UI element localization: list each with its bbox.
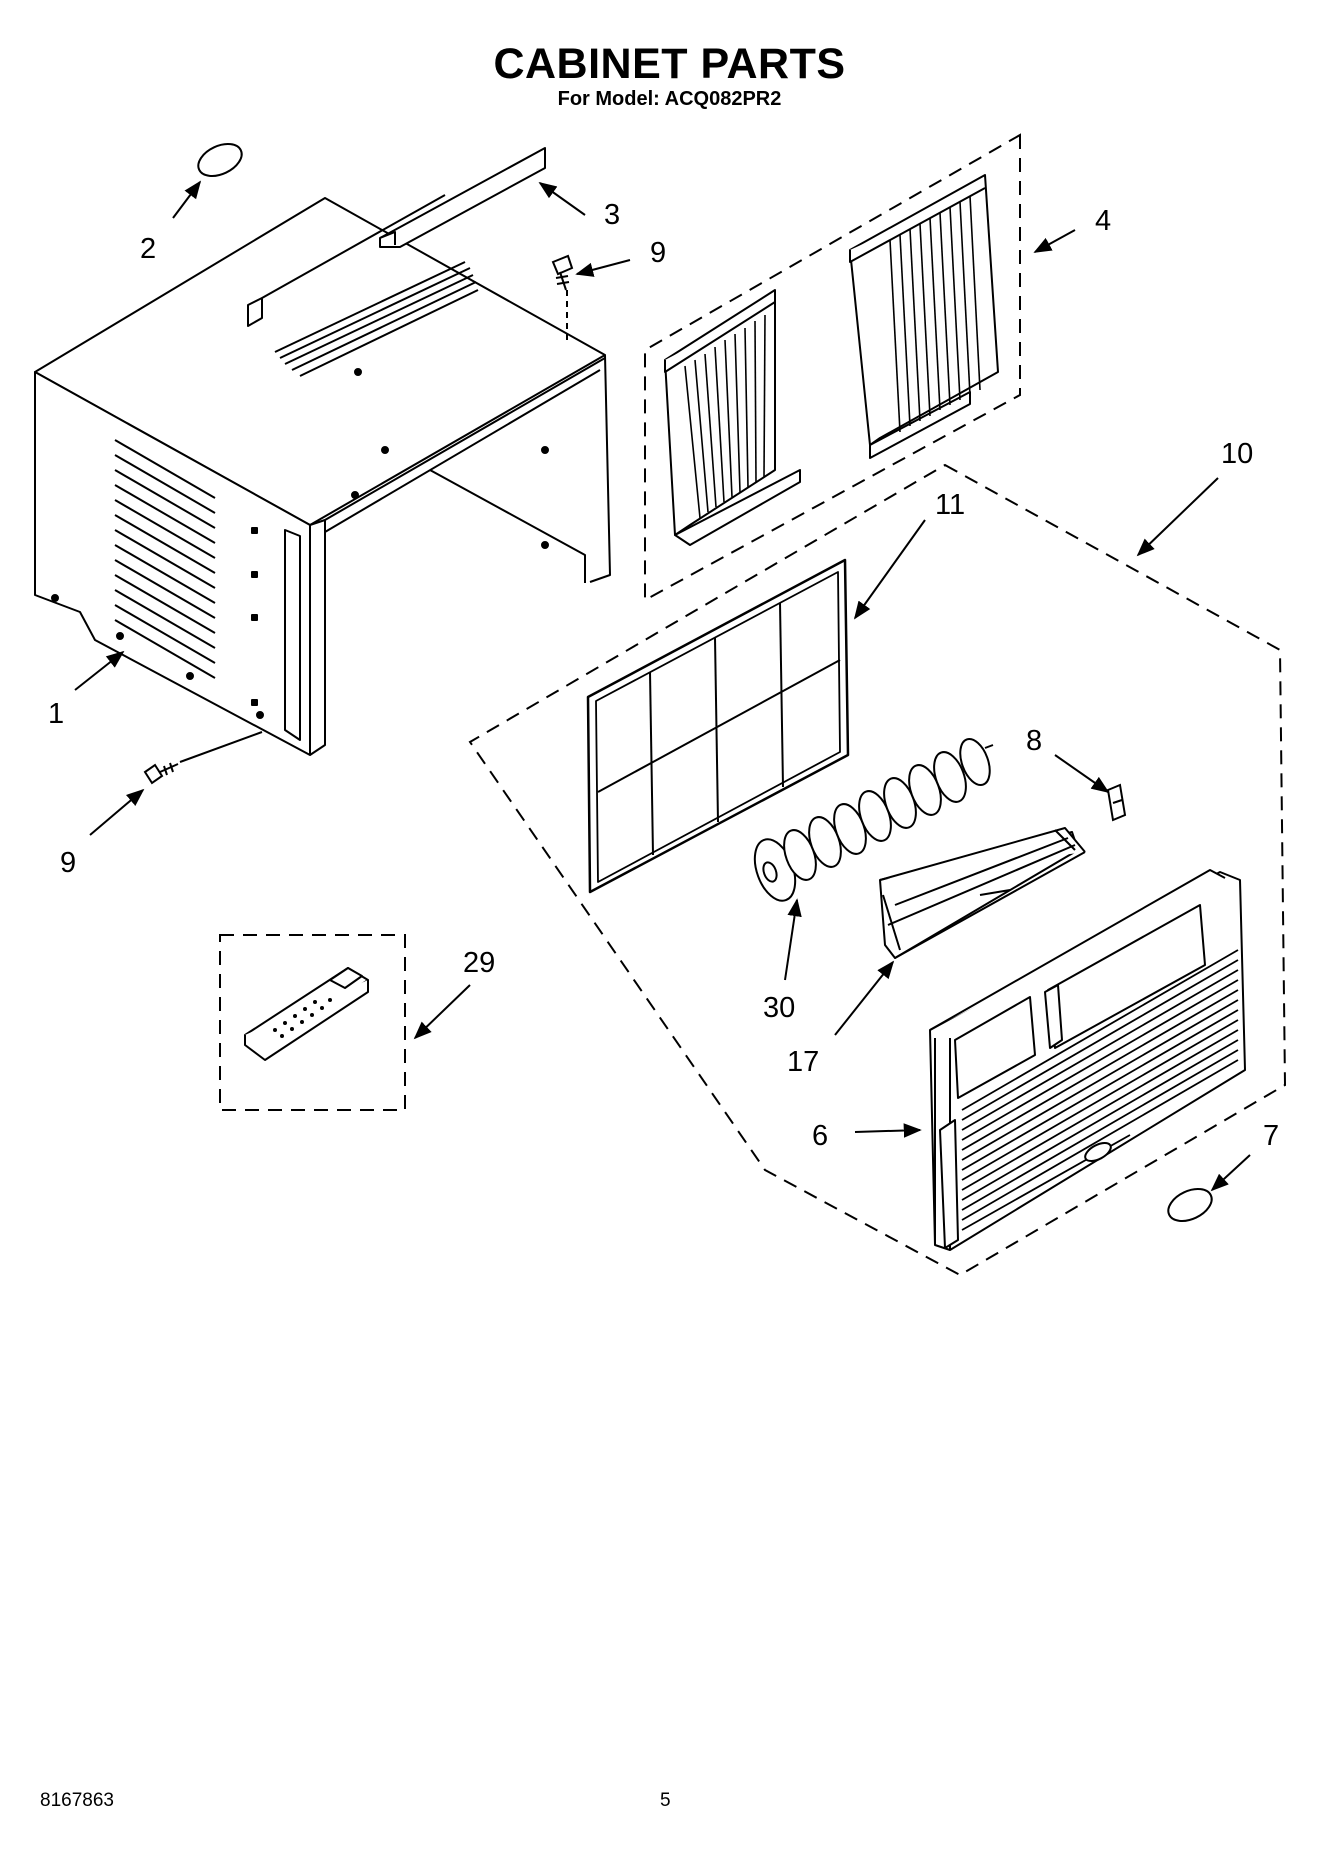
callout-30: 30 bbox=[763, 992, 795, 1024]
callout-11: 11 bbox=[935, 489, 965, 521]
model-subtitle: For Model: ACQ082PR2 bbox=[557, 88, 782, 110]
callout-2: 2 bbox=[140, 233, 156, 265]
leader-arrows bbox=[74, 180, 1251, 1192]
remote-group-boundary bbox=[219, 934, 406, 1111]
callout-9-lower: 9 bbox=[60, 847, 76, 879]
cabinet-wrapper bbox=[34, 194, 611, 756]
top-rail bbox=[379, 147, 546, 248]
callout-9-upper: 9 bbox=[650, 237, 666, 269]
callout-10: 10 bbox=[1221, 438, 1253, 470]
front-assembly-boundary bbox=[468, 463, 1287, 1277]
callout-17: 17 bbox=[787, 1046, 819, 1078]
louver-assembly bbox=[879, 827, 1086, 959]
callout-29: 29 bbox=[463, 947, 495, 979]
callout-1: 1 bbox=[48, 698, 64, 730]
callout-6: 6 bbox=[812, 1120, 828, 1152]
page-title: CABINET PARTS bbox=[493, 40, 846, 88]
mounting-clip bbox=[1106, 783, 1127, 822]
blower-wheel bbox=[753, 738, 994, 902]
front-grille bbox=[929, 869, 1246, 1251]
callout-3: 3 bbox=[604, 199, 620, 231]
callout-8: 8 bbox=[1026, 725, 1042, 757]
side-curtain-right bbox=[849, 174, 999, 459]
air-filter bbox=[586, 558, 850, 894]
document-number: 8167863 bbox=[40, 1790, 114, 1811]
callout-7: 7 bbox=[1263, 1120, 1279, 1152]
screw-upper bbox=[551, 254, 574, 291]
gasket-oval-2 bbox=[197, 143, 243, 177]
callout-4: 4 bbox=[1095, 205, 1111, 237]
remote-control bbox=[244, 967, 369, 1061]
gasket-oval-7 bbox=[1167, 1188, 1213, 1222]
curtain-group-boundary bbox=[644, 133, 1021, 602]
page-number: 5 bbox=[660, 1790, 671, 1811]
screw-lower bbox=[143, 762, 179, 785]
side-curtain-left bbox=[664, 289, 801, 546]
